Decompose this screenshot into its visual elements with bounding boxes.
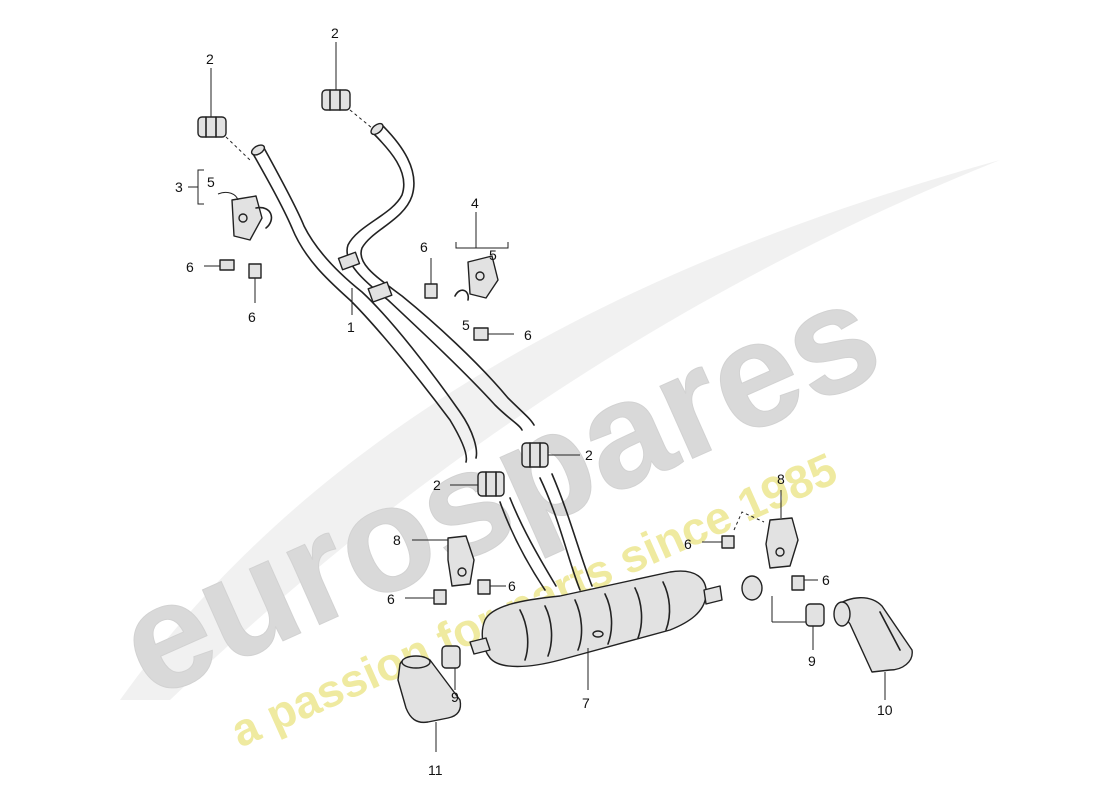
callout-10: 10 <box>877 702 893 718</box>
callout-6-muffler-1: 6 <box>508 578 516 594</box>
part-8-muffler-bracket-right <box>702 490 818 601</box>
part-11-tailpipe-left <box>397 655 462 752</box>
callout-2-middle-right: 2 <box>585 447 593 463</box>
callout-1: 1 <box>347 319 355 335</box>
callout-2-middle-left: 2 <box>433 477 441 493</box>
part-9-clamp-left <box>441 645 461 690</box>
callout-2-top-right: 2 <box>331 25 339 41</box>
callout-7: 7 <box>582 695 590 711</box>
part-7-rear-muffler <box>469 570 723 690</box>
callout-9-left: 9 <box>451 689 459 705</box>
callout-9-right: 9 <box>808 653 816 669</box>
callout-5-center-bottom: 5 <box>462 317 470 333</box>
callout-6-left-2: 6 <box>248 309 256 325</box>
muffler-inlet-pipes <box>499 473 593 591</box>
bolt-center-1 <box>424 258 438 299</box>
clamp-middle-right <box>521 442 580 468</box>
callout-6-left-1: 6 <box>186 259 194 275</box>
callout-6-muffler-2: 6 <box>387 591 395 607</box>
part-1-intermediate-pipe <box>250 122 535 463</box>
bolt-center-2 <box>473 327 514 341</box>
callout-3: 3 <box>175 179 183 195</box>
callout-8-left: 8 <box>393 532 401 548</box>
bolt-left-2 <box>248 263 262 303</box>
callout-6-bracket-1: 6 <box>684 536 692 552</box>
watermark-swoosh <box>120 160 1000 700</box>
callout-2-top-left: 2 <box>206 51 214 67</box>
part-2-clamps <box>197 42 580 497</box>
callout-11: 11 <box>428 762 443 778</box>
bolt-left-1 <box>204 259 235 271</box>
clamp-top-right <box>321 42 373 129</box>
part-8-muffler-bracket-left <box>405 535 506 605</box>
callout-4: 4 <box>471 195 479 211</box>
clamp-middle-left <box>450 471 505 497</box>
callout-6-bracket-2: 6 <box>822 572 830 588</box>
callout-5-left: 5 <box>207 174 215 190</box>
part-4-hanger-center <box>424 212 514 341</box>
callout-6-center-2: 6 <box>524 327 532 343</box>
callout-6-center-1: 6 <box>420 239 428 255</box>
part-3-hanger-left <box>188 169 273 303</box>
part-10-tailpipe-right <box>833 597 913 700</box>
callout-labels: 1 2 2 2 2 3 4 5 5 5 6 6 6 6 6 6 6 6 7 8 … <box>175 25 893 778</box>
clamp-top-left <box>197 68 251 161</box>
part-9-clamp-right <box>771 596 825 650</box>
callout-8-right: 8 <box>777 471 785 487</box>
callout-5-center-top: 5 <box>489 247 497 263</box>
